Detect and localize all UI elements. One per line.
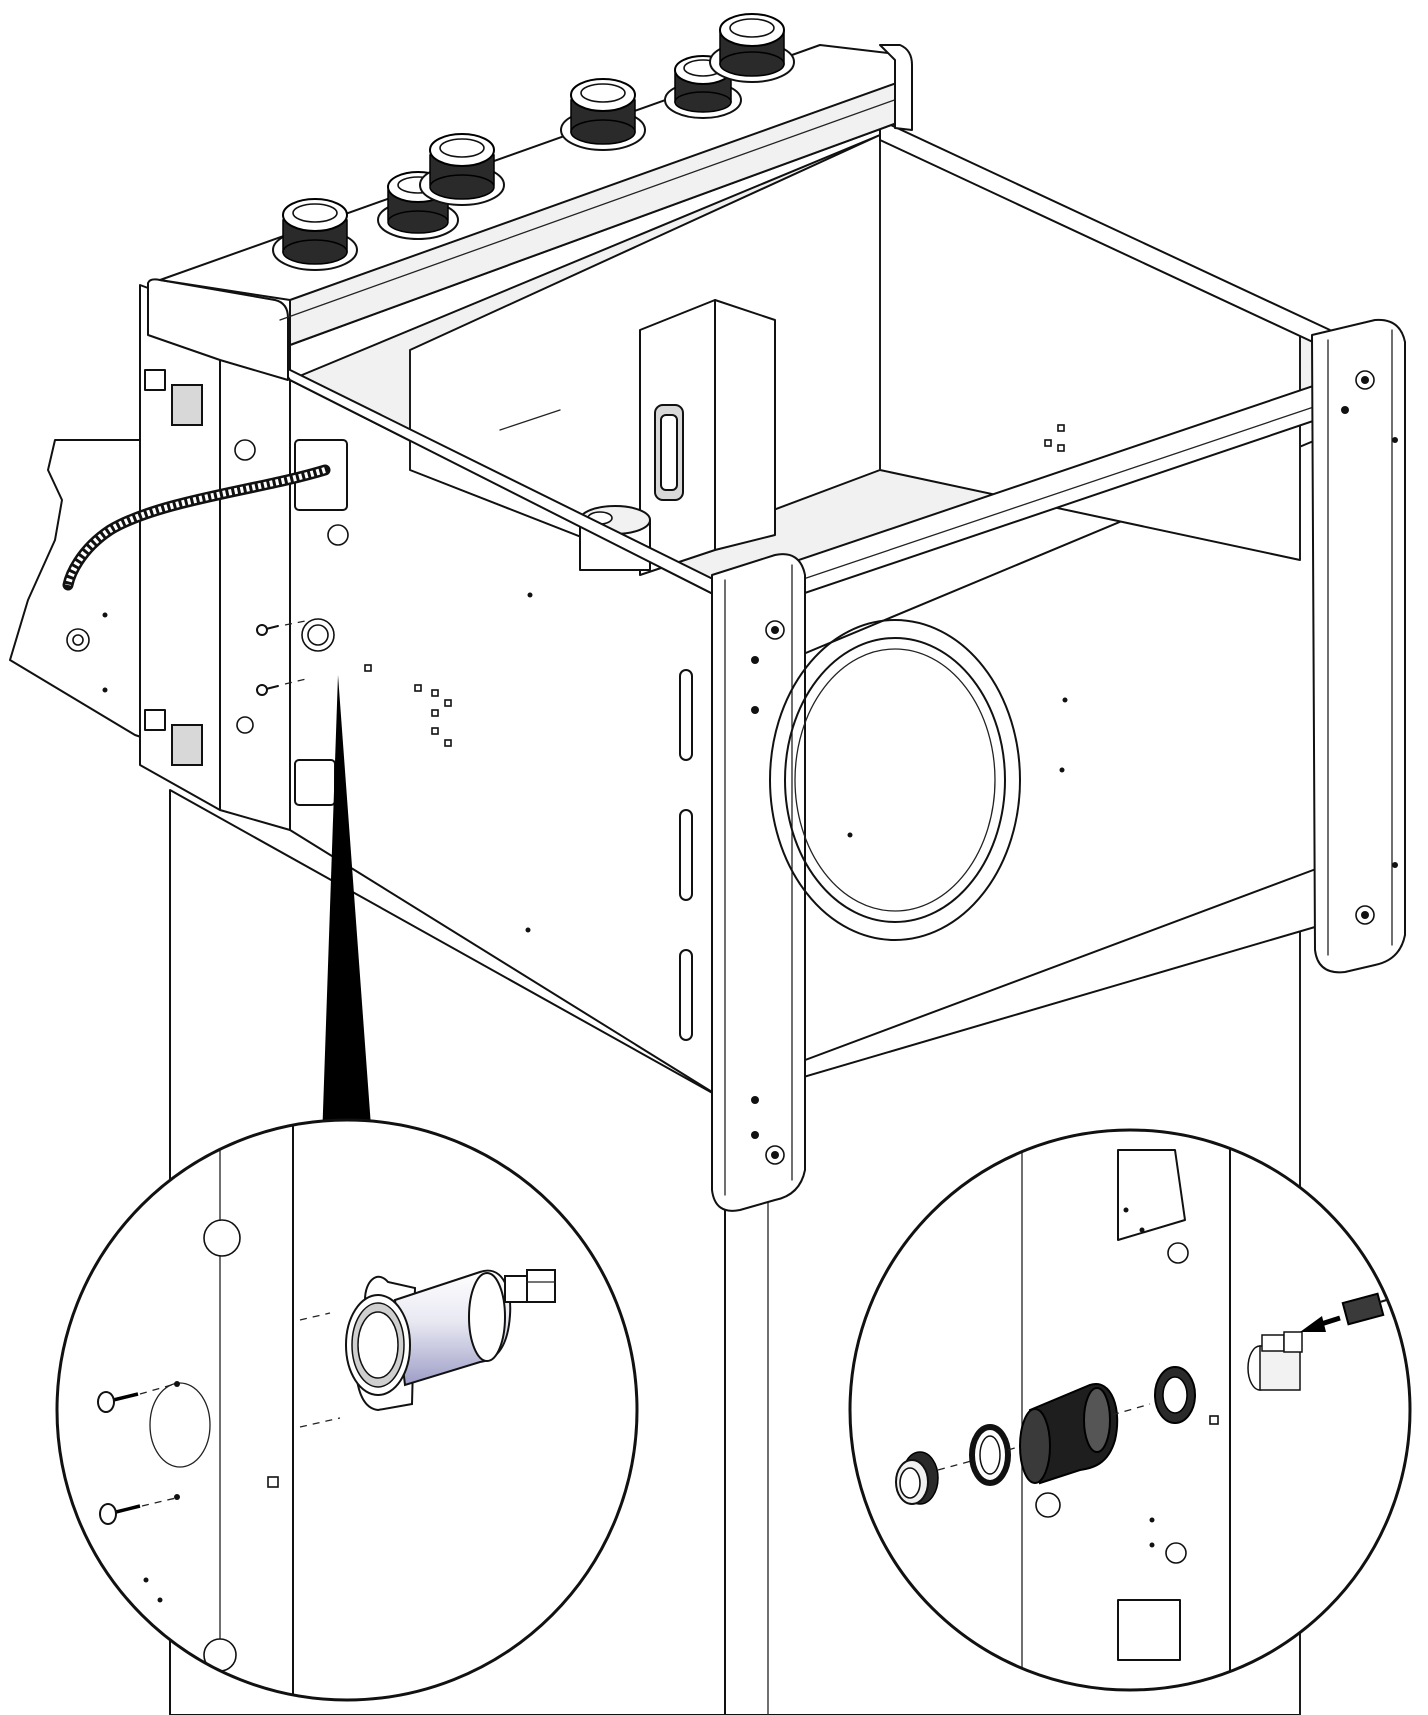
main-view-screws <box>256 619 311 696</box>
screw-icon <box>256 624 279 636</box>
knob-icon <box>709 13 795 83</box>
detail-right <box>848 1128 1412 1692</box>
knob-icon <box>419 133 505 206</box>
callout-pointer-icon <box>322 675 372 1140</box>
wall-slots <box>679 669 693 1041</box>
wall-fasteners <box>144 369 1068 933</box>
insertion-arrow-icon <box>1300 1315 1341 1332</box>
front-round-opening <box>769 619 1021 941</box>
screw-icon <box>97 1391 139 1413</box>
detail-left <box>55 1118 639 1702</box>
control-top-panel <box>159 44 913 346</box>
corrugated-cable <box>62 464 331 591</box>
side-bracket <box>9 439 151 741</box>
knob-icon <box>560 78 646 151</box>
screw-icon <box>256 684 279 696</box>
corner-posts <box>147 278 1406 1212</box>
knob-icon <box>272 198 358 271</box>
knobs <box>272 13 795 271</box>
screw-icon <box>99 1503 141 1525</box>
